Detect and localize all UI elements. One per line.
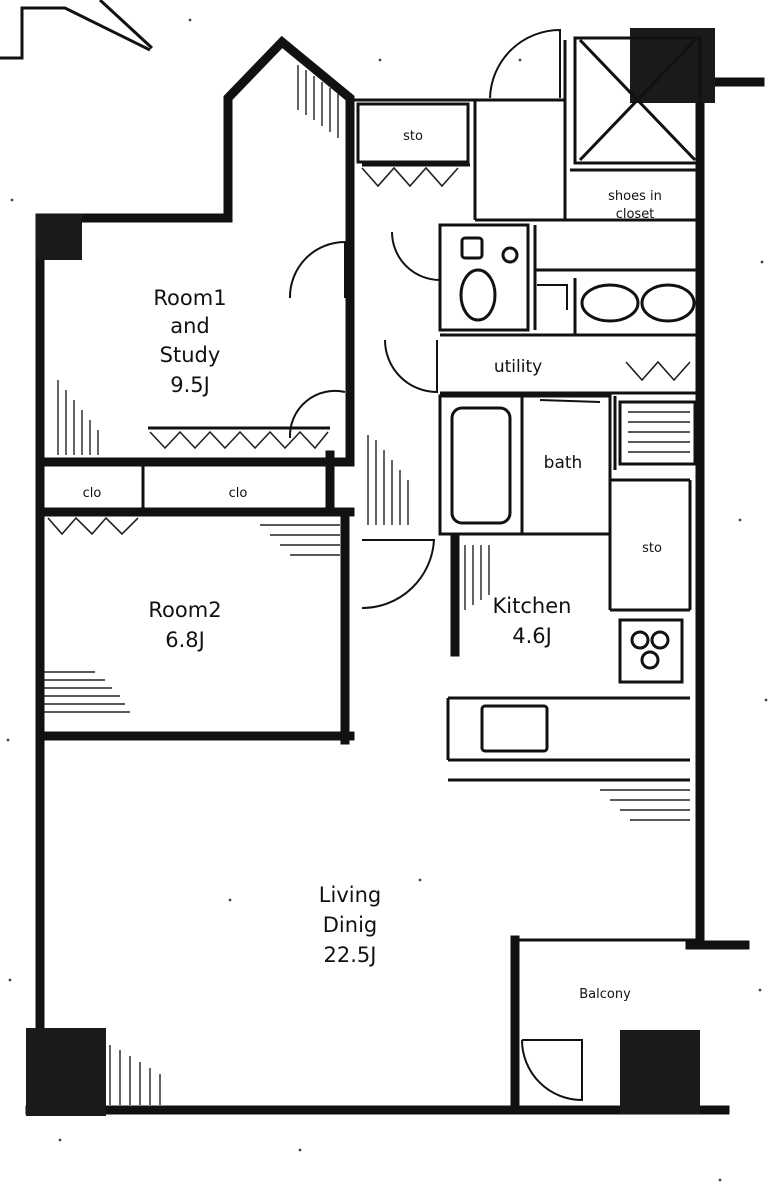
room1-line1: Room1 xyxy=(153,286,226,310)
toilet xyxy=(459,236,519,322)
room2-name: Room2 xyxy=(148,598,221,622)
sto-top-label: sto xyxy=(403,129,423,144)
kitchen-name: Kitchen xyxy=(493,594,572,618)
sto-kitchen-label: sto xyxy=(642,541,662,556)
living-line2: Dinig xyxy=(323,913,377,937)
scan-specks xyxy=(6,18,768,1182)
clo-left-label: clo xyxy=(83,486,102,501)
cooktop xyxy=(630,630,670,670)
washer-area xyxy=(618,400,697,466)
labels: Room1 and Study 9.5J Room2 6.8J Kitchen … xyxy=(83,129,662,1002)
utility-label: utility xyxy=(494,357,542,377)
washbasins xyxy=(580,283,696,323)
room1-line3: Study xyxy=(160,343,221,367)
room1-area: 9.5J xyxy=(170,373,210,397)
interior-walls xyxy=(35,40,700,1115)
balcony-label: Balcony xyxy=(579,987,631,1002)
kitchen-area: 4.6J xyxy=(512,624,552,648)
shoes-closet-x xyxy=(573,36,702,165)
top-left-fragment xyxy=(0,0,154,60)
clo-center-label: clo xyxy=(229,486,248,501)
bath-label: bath xyxy=(544,453,583,473)
shoes-closet-line2: closet xyxy=(616,207,655,222)
shoes-closet-line1: shoes in xyxy=(608,189,662,204)
bifold-doors xyxy=(44,163,691,536)
room1-line2: and xyxy=(170,314,210,338)
bathtub xyxy=(450,406,512,525)
room2-area: 6.8J xyxy=(165,628,205,652)
living-line1: Living xyxy=(319,883,381,907)
living-area: 22.5J xyxy=(324,943,377,967)
window-hatching xyxy=(44,65,690,1105)
